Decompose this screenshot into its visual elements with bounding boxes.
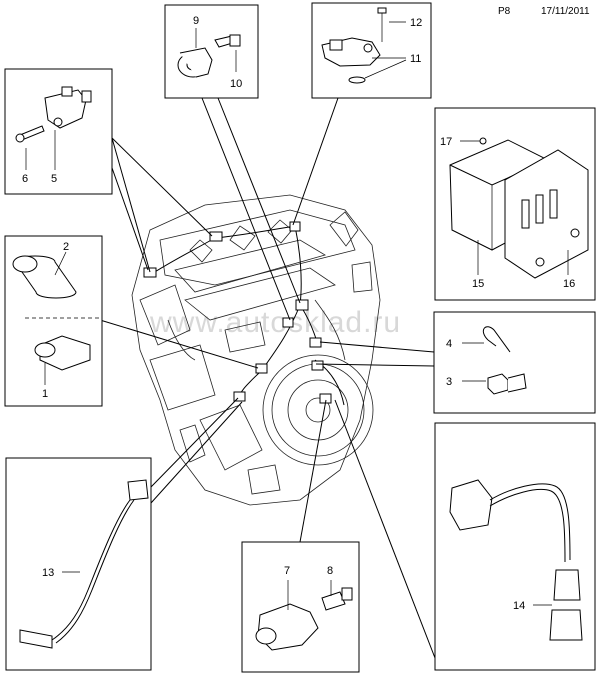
callout-box-1-2: 2 1 (4, 235, 103, 407)
callout-8: 8 (327, 565, 333, 577)
callout-box-13: 13 (5, 457, 152, 671)
page-number: P8 (498, 6, 511, 17)
callout-box-11-12: 12 11 (311, 2, 432, 99)
callout-box-14: 14 (434, 422, 596, 671)
watermark: www.autosklad.ru (149, 306, 401, 339)
callout-16: 16 (563, 278, 575, 290)
callout-5: 5 (51, 173, 57, 185)
callout-10: 10 (230, 78, 242, 90)
callout-13: 13 (42, 567, 54, 579)
callout-2: 2 (63, 241, 69, 253)
callout-12: 12 (410, 17, 422, 29)
callout-15: 15 (472, 278, 484, 290)
callout-14: 14 (513, 600, 525, 612)
engine-assembly (131, 194, 381, 506)
callout-4: 4 (446, 338, 452, 350)
callout-7: 7 (284, 565, 290, 577)
callout-3: 3 (446, 376, 452, 388)
callout-box-7-8: 7 8 (241, 541, 360, 673)
revision-date: 17/11/2011 (541, 6, 590, 17)
callout-box-9-10: 9 10 (164, 4, 259, 99)
callout-17: 17 (440, 136, 452, 148)
callout-9: 9 (193, 15, 199, 27)
callout-1: 1 (42, 388, 48, 400)
callout-box-5-6: 6 5 (4, 68, 113, 195)
callout-box-3-4: 4 3 (433, 311, 596, 414)
callout-box-15-16-17: 17 15 16 (434, 107, 596, 301)
callout-11: 11 (410, 53, 421, 65)
callout-6: 6 (22, 173, 28, 185)
leader-lines (99, 97, 436, 659)
